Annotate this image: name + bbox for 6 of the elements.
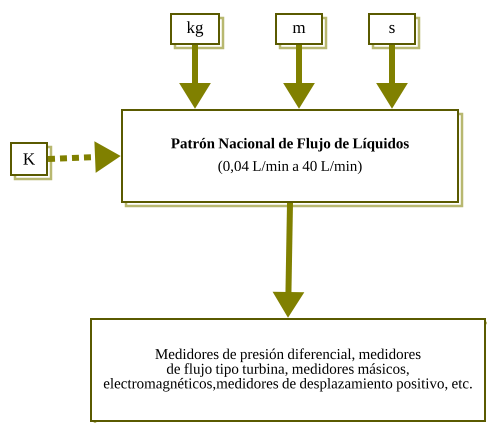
instruments-box: Medidores de presión diferencial, medidores de flujo tipo turbina, medidores másicos, electromagnéticos,medidores de desplazamiento positivo, etc. — [90, 318, 487, 423]
unit-box: K — [10, 142, 52, 180]
unit-box: s — [368, 13, 420, 50]
unit-box: kg — [170, 13, 224, 50]
unit-box: m — [275, 13, 328, 50]
standard-box: Patrón Nacional de Flujo de Líquidos (0,04 L/min a 40 L/min) — [121, 109, 464, 208]
